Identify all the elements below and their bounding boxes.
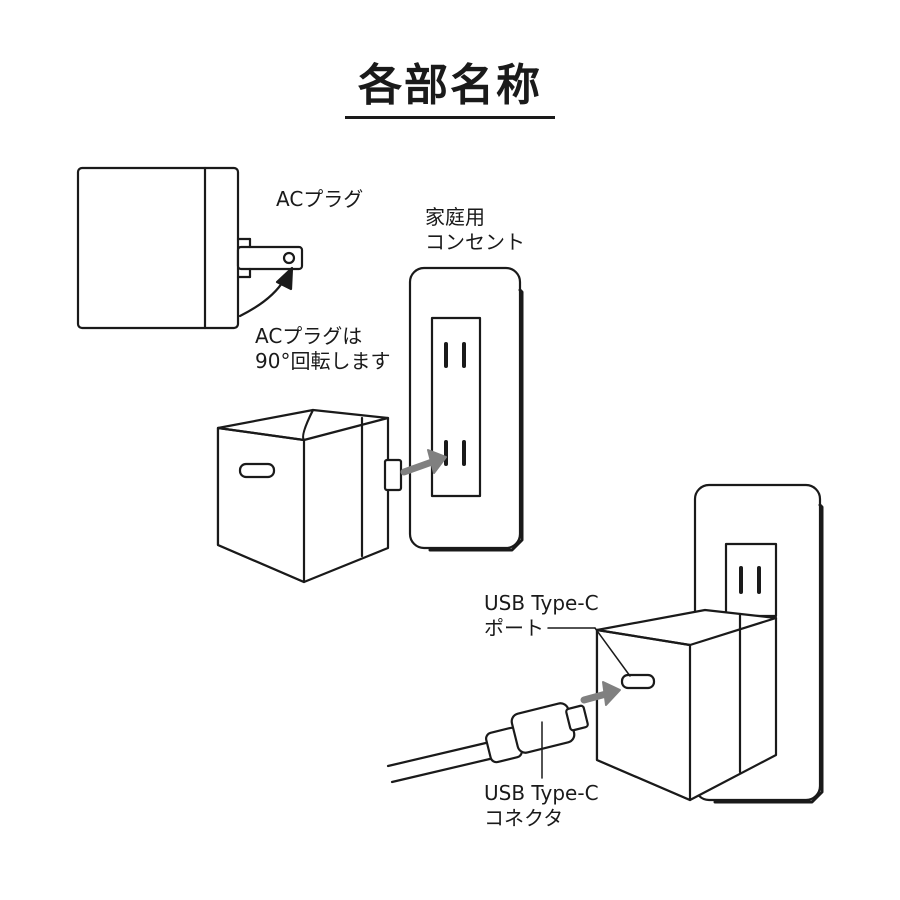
title-underline [345, 116, 555, 119]
connector-label-line1: USB Type-C [484, 781, 599, 805]
connector-label-line2: コネクタ [484, 806, 564, 830]
charger-side-view [76, 166, 304, 330]
page-title: 各部名称 [358, 60, 542, 111]
rotate-label-line1: ACプラグは [255, 324, 363, 348]
usb-c-cable [386, 702, 589, 784]
wall-outlet-left [408, 266, 524, 552]
charger-plugged-in [595, 608, 778, 802]
ac-plug-label: ACプラグ [276, 187, 364, 211]
ac-plug-prong [236, 237, 304, 279]
outlet-label-line2: コンセント [425, 230, 525, 254]
insert-arrow-right [580, 681, 621, 706]
port-label-line1: USB Type-C [484, 591, 599, 615]
rotate-label-line2: 90°回転します [255, 349, 391, 373]
charger-perspective-view [216, 408, 403, 584]
usb-c-port-icon [620, 673, 656, 690]
outlet-label-line1: 家庭用 [425, 205, 485, 229]
port-label-line2: ポート [484, 616, 544, 640]
rotate-arrow-icon [238, 266, 294, 318]
usb-c-port-icon [238, 462, 276, 479]
insert-arrow-left [400, 449, 447, 476]
